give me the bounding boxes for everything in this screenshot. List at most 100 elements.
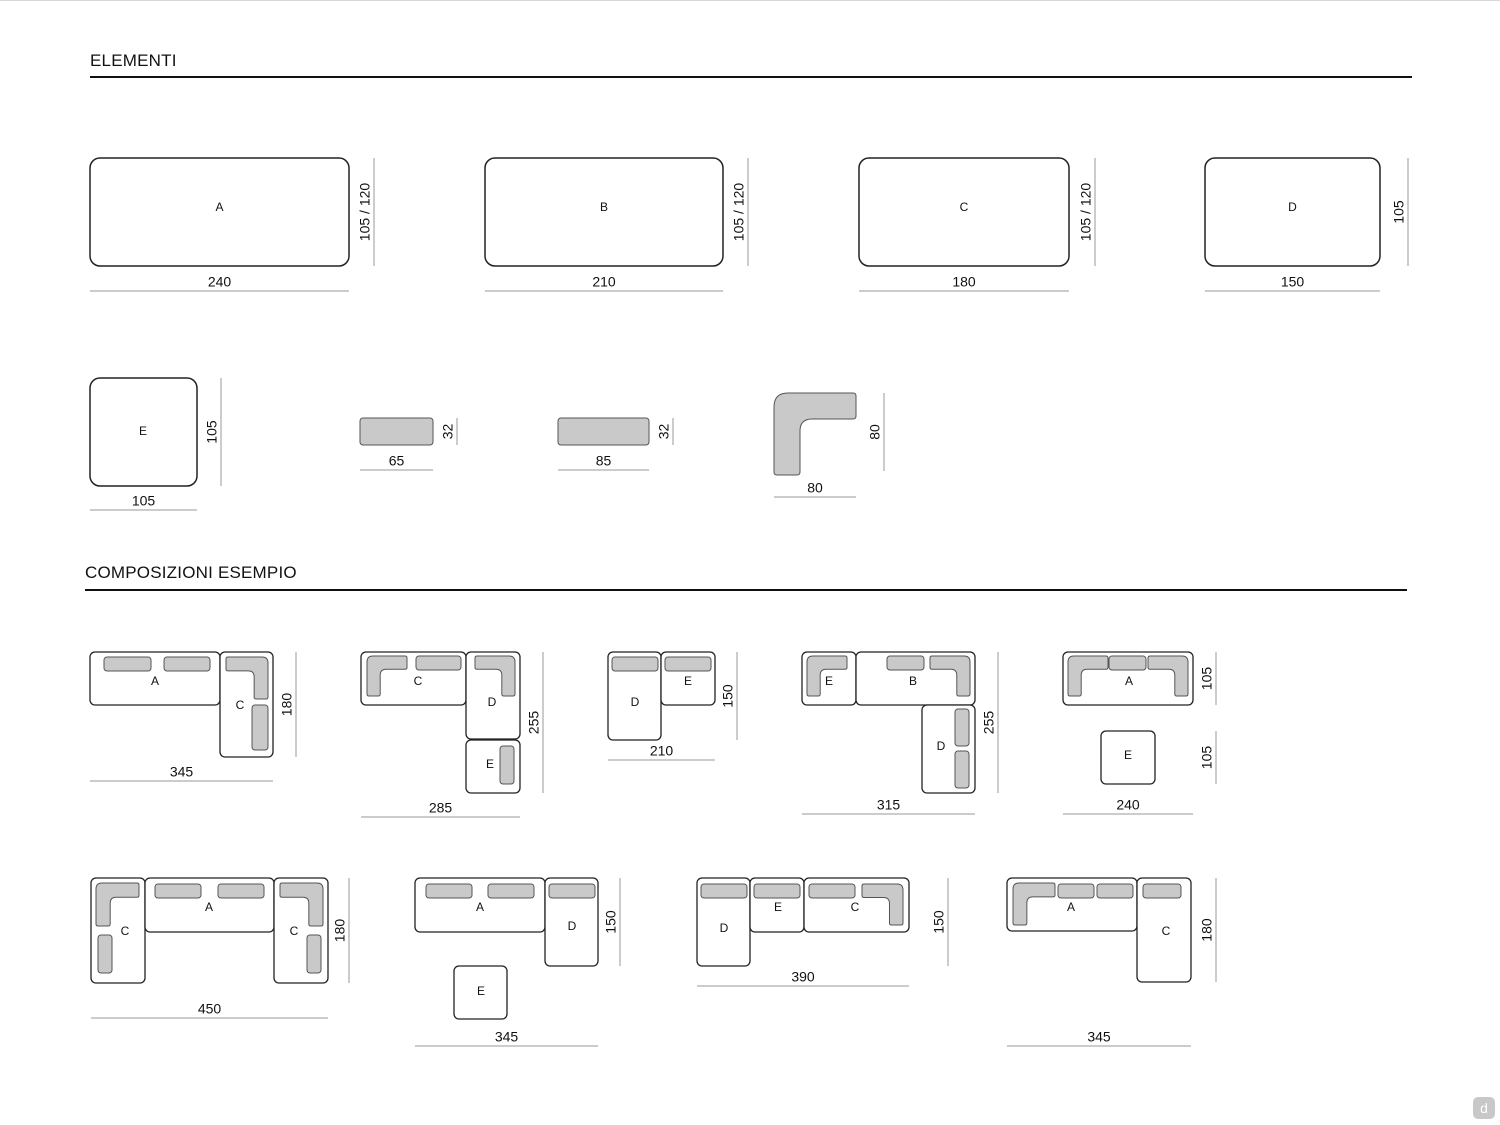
- back-cushion: [664, 656, 712, 672]
- depth-label: 255: [981, 711, 997, 735]
- width-label: 315: [877, 797, 901, 813]
- module-letter: D: [720, 921, 729, 935]
- compositions-section-title: COMPOSIZIONI ESEMPIO: [85, 563, 297, 582]
- depth-label: 180: [332, 919, 348, 943]
- width-label: 150: [1281, 274, 1305, 290]
- module-letter: E: [825, 674, 833, 688]
- module-letter: A: [215, 200, 223, 214]
- element-outline: [1204, 157, 1381, 267]
- module-letter: C: [960, 200, 969, 214]
- depth-label: 105 / 120: [731, 183, 747, 242]
- width-label: 345: [495, 1029, 519, 1045]
- module-letter: E: [139, 424, 147, 438]
- back-cushion: [251, 704, 269, 751]
- module-letter: D: [937, 739, 946, 753]
- module-letter: E: [1124, 748, 1132, 762]
- back-cushion: [700, 883, 748, 899]
- depth-label: 105 / 120: [357, 183, 373, 242]
- depth-label: 180: [1199, 918, 1215, 942]
- corner-cushion: [366, 655, 408, 697]
- element-outline: [484, 157, 724, 267]
- module-letter: A: [205, 900, 213, 914]
- width-label: 345: [170, 764, 194, 780]
- corner-cushion: [1012, 882, 1056, 926]
- depth-label-top: 105: [1199, 667, 1215, 691]
- module-letter: C: [236, 698, 245, 712]
- corner-cushion: [929, 655, 971, 697]
- depth-label: 80: [867, 424, 883, 440]
- width-label: 240: [208, 274, 232, 290]
- back-cushion: [886, 655, 925, 671]
- back-cushion: [1142, 883, 1182, 899]
- width-label: 85: [596, 453, 612, 469]
- width-label: 210: [650, 743, 674, 759]
- corner-cushion: [474, 655, 516, 697]
- back-cushion: [1108, 655, 1147, 671]
- module-letter: D: [1288, 200, 1297, 214]
- elements-section-title: ELEMENTI: [90, 51, 177, 70]
- depth-label: 180: [279, 693, 295, 717]
- back-cushion: [499, 745, 515, 785]
- width-label: 105: [132, 493, 156, 509]
- back-cushion: [808, 883, 856, 899]
- module-letter: C: [414, 674, 423, 688]
- elements-section-rule: [90, 76, 1412, 78]
- element-outline: [858, 157, 1070, 267]
- width-label: 80: [807, 480, 823, 496]
- module-letter: A: [1125, 674, 1133, 688]
- back-cushion: [103, 656, 152, 672]
- element-outline: [89, 157, 350, 267]
- module-letter: A: [476, 900, 484, 914]
- module-letter: D: [568, 919, 577, 933]
- back-cushion: [217, 883, 265, 899]
- corner-cushion-shape: [773, 392, 857, 476]
- cushion-85: 85 32: [557, 417, 674, 471]
- module-letter: D: [631, 695, 640, 709]
- top-divider: [0, 0, 1500, 1]
- back-cushion: [1096, 883, 1134, 899]
- corner-cushion: [1147, 655, 1189, 697]
- module-letter: E: [486, 757, 494, 771]
- back-cushion: [753, 883, 801, 899]
- depth-label-bottom: 105: [1199, 746, 1215, 770]
- back-cushion: [611, 656, 659, 672]
- corner-cushion: [95, 882, 140, 927]
- corner-cushion: [806, 655, 848, 697]
- back-cushion: [954, 750, 970, 789]
- width-label: 65: [389, 453, 405, 469]
- back-cushion: [954, 708, 970, 747]
- back-cushion: [487, 883, 535, 899]
- element-a: A 240 105 / 120: [89, 157, 375, 292]
- cushion-65: 65 32: [359, 417, 458, 471]
- depth-label: 150: [720, 684, 736, 708]
- module-letter: C: [121, 924, 130, 938]
- width-label: 210: [592, 274, 616, 290]
- back-cushion: [548, 883, 596, 899]
- d-logo-icon: d: [1473, 1097, 1495, 1119]
- module-letter: C: [290, 924, 299, 938]
- back-cushion: [415, 655, 462, 671]
- width-label: 285: [429, 800, 453, 816]
- composition-5: A E 240 105 105: [1062, 651, 1217, 815]
- depth-label: 32: [440, 424, 456, 440]
- depth-label: 150: [931, 910, 947, 934]
- back-cushion-shape: [359, 417, 434, 446]
- back-cushion: [163, 656, 211, 672]
- depth-label: 32: [656, 424, 672, 440]
- width-label: 180: [952, 274, 976, 290]
- width-label: 390: [791, 969, 815, 985]
- width-label: 240: [1116, 797, 1140, 813]
- module-letter: E: [774, 900, 782, 914]
- module-letter: D: [488, 695, 497, 709]
- element-outline: [89, 377, 198, 487]
